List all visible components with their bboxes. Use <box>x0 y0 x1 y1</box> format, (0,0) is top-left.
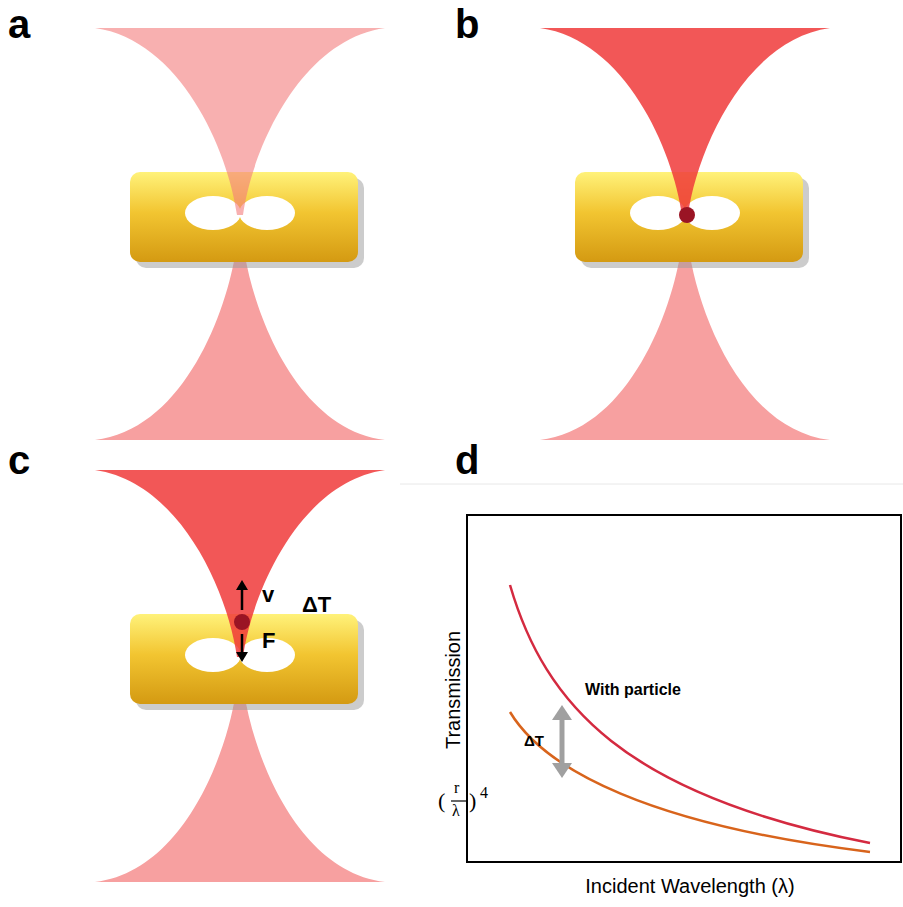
curve-label: With particle <box>585 682 681 698</box>
axis-title: Incident Wavelength (λ) <box>585 876 794 896</box>
panel-letter: a <box>8 4 30 44</box>
delta-t-label: ΔT <box>302 594 331 616</box>
panel-letter: c <box>8 440 30 480</box>
axis-title: Transmission <box>443 631 463 749</box>
delta-t-label: ΔT <box>524 733 544 748</box>
formula-part: r <box>454 780 459 796</box>
panel-c <box>95 470 385 882</box>
panel-letter: d <box>455 440 479 480</box>
panel-a <box>95 28 385 440</box>
panel-letter: b <box>455 4 479 44</box>
formula-part: λ <box>452 803 460 819</box>
force-label: F <box>262 630 275 652</box>
formula-part: ) <box>469 790 476 812</box>
formula-part: ( <box>438 790 445 812</box>
chart-panel <box>400 484 903 862</box>
panel-b <box>540 28 830 440</box>
velocity-label: v <box>262 584 274 606</box>
formula-part: 4 <box>480 785 488 801</box>
